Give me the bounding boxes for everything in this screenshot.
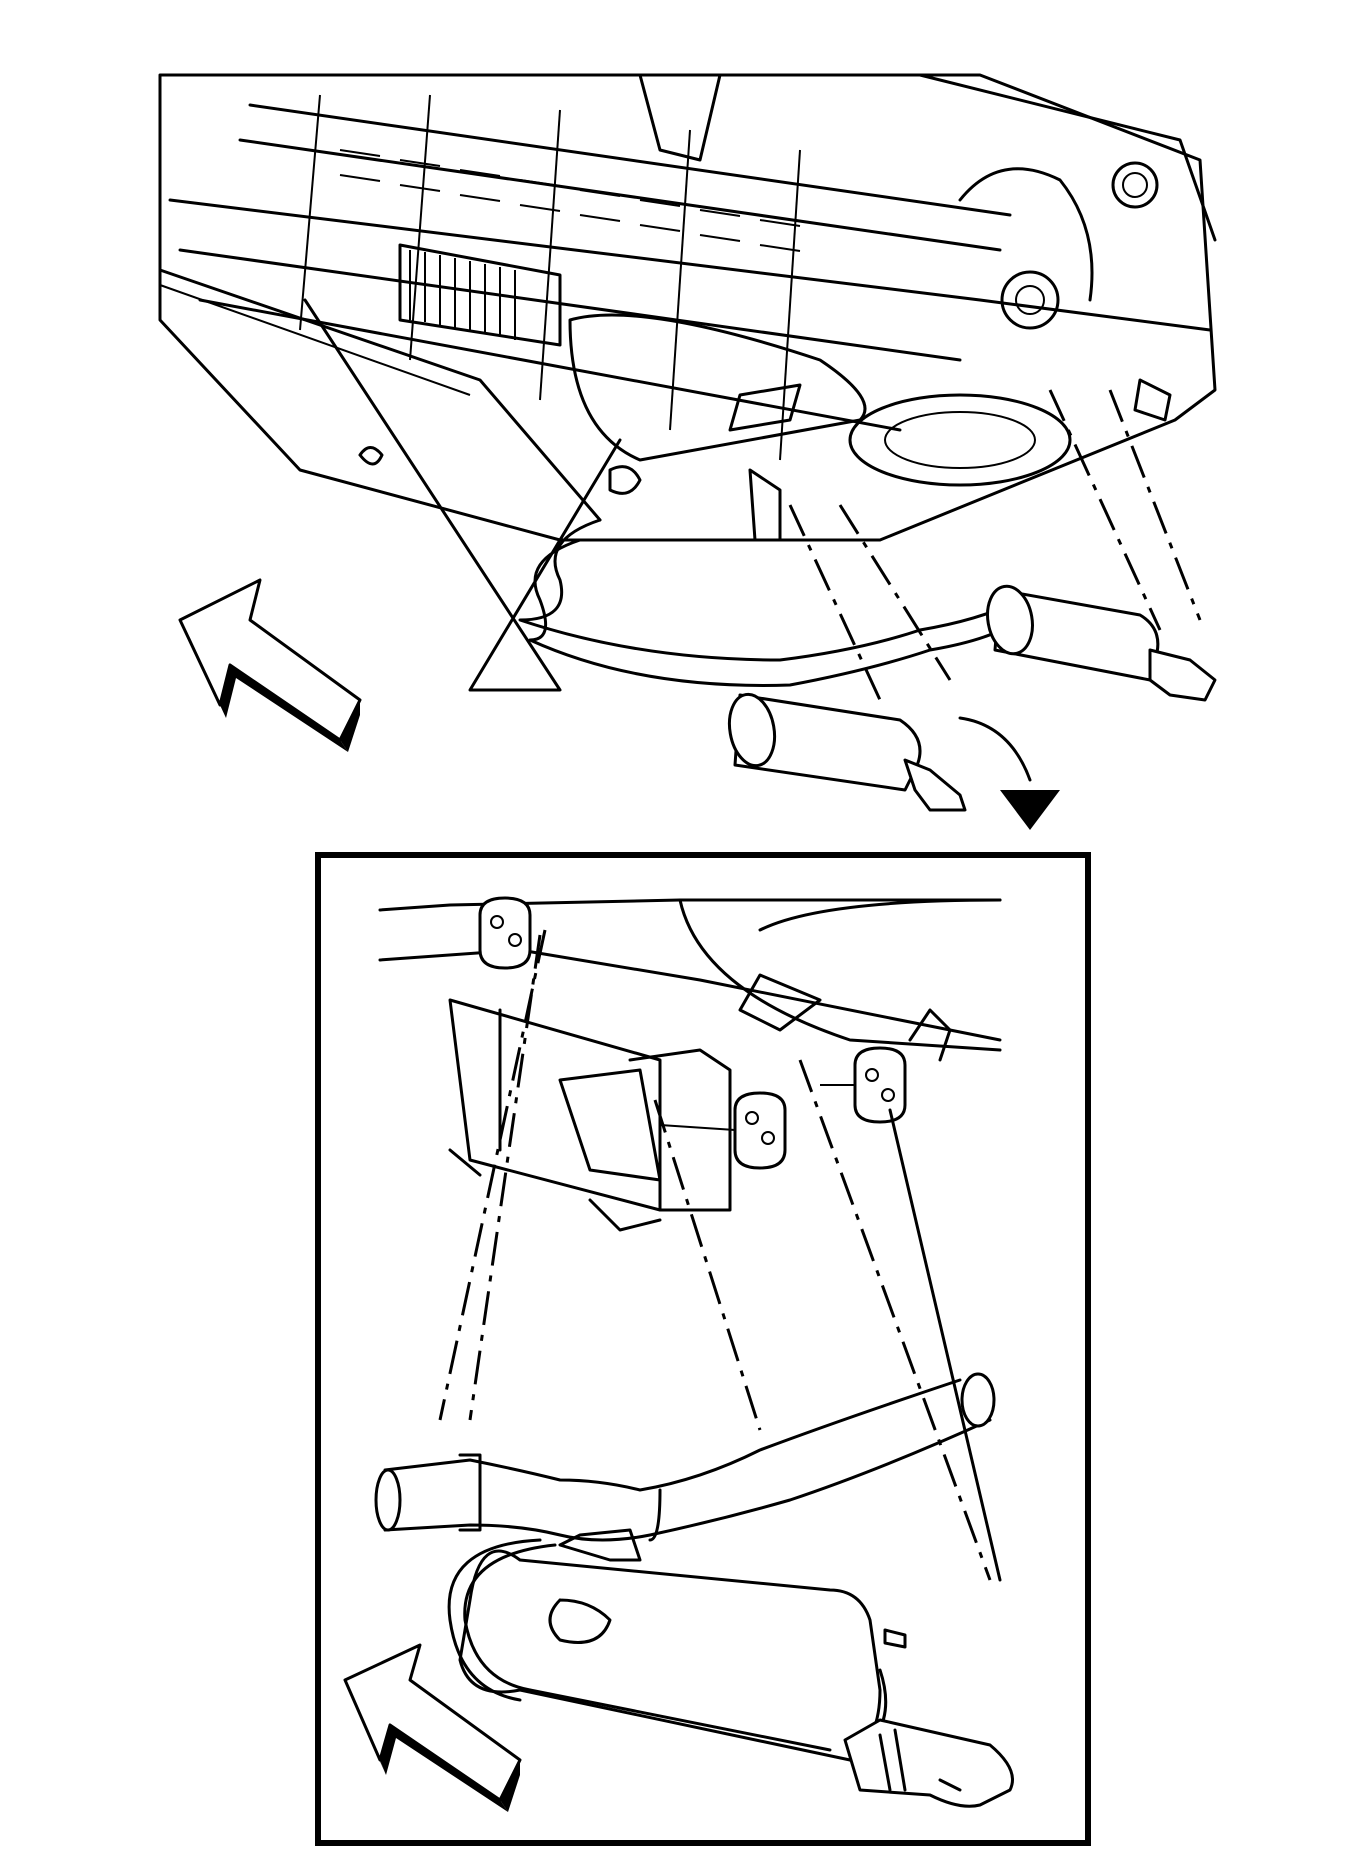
inset-front-direction-arrow-icon xyxy=(343,1643,522,1812)
inset-leader-lines xyxy=(438,929,1002,1582)
exhaust-hanger-left xyxy=(478,896,532,970)
exhaust-hanger-right xyxy=(853,1046,907,1124)
muffler-upper-left xyxy=(727,692,967,812)
inset-underbody xyxy=(378,898,1002,1232)
inset-exhaust-pipe xyxy=(374,1372,996,1542)
vehicle-underbody xyxy=(158,73,1217,542)
inset-muffler xyxy=(447,1528,1014,1808)
exhaust-hanger-center xyxy=(733,1091,787,1170)
front-direction-arrow-icon xyxy=(178,578,362,752)
exhaust-pipe-upper xyxy=(518,518,1022,687)
detail-inset xyxy=(315,852,1091,1846)
muffler-upper-right xyxy=(986,584,1217,702)
leader-lines-upper xyxy=(303,298,1202,701)
detail-callout-arrow-icon xyxy=(958,716,1060,830)
